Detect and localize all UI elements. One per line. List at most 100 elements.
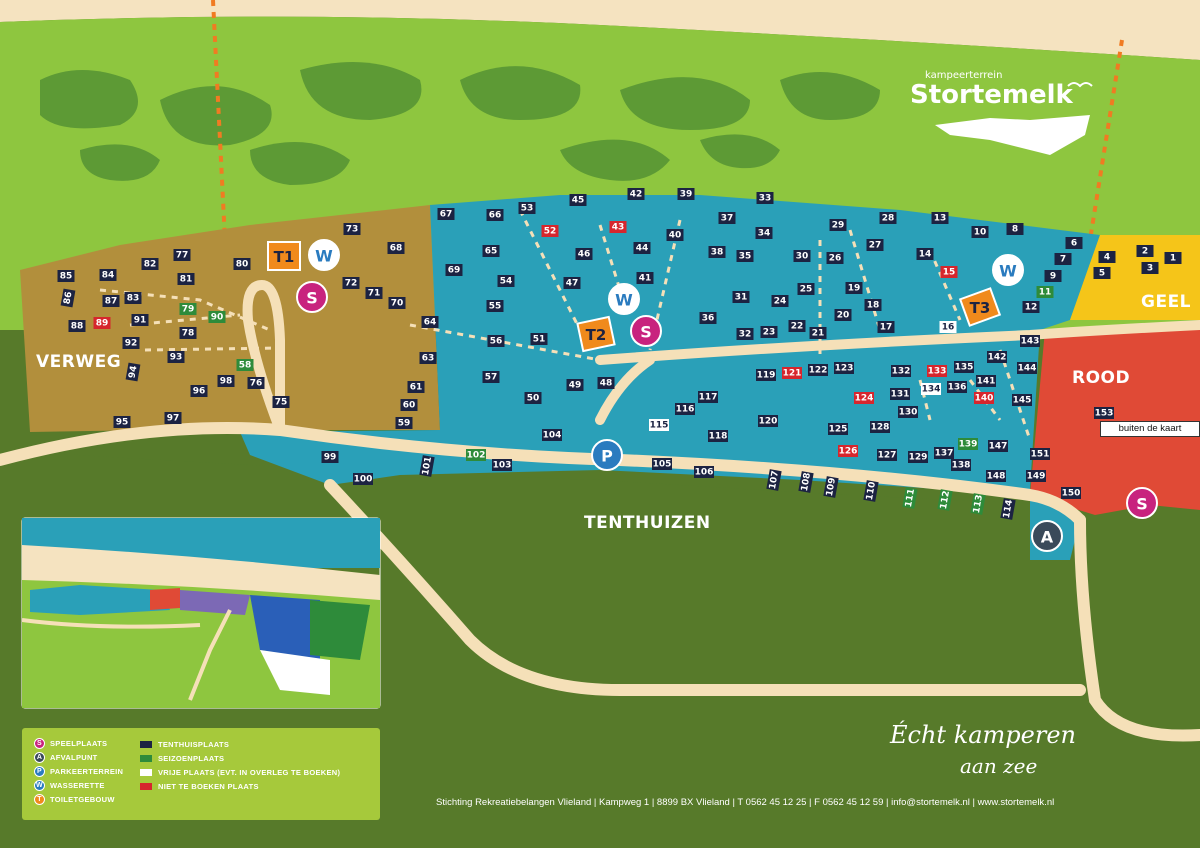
pitch-114[interactable]: 114	[1000, 498, 1016, 520]
pitch-105[interactable]: 105	[652, 458, 672, 470]
pitch-58[interactable]: 58	[236, 359, 254, 371]
pitch-59[interactable]: 59	[395, 417, 413, 429]
wasserette-4-icon[interactable]: W	[608, 283, 640, 315]
pitch-46[interactable]: 46	[575, 248, 593, 260]
pitch-139[interactable]: 139	[958, 438, 978, 450]
pitch-29[interactable]: 29	[829, 219, 847, 231]
pitch-107[interactable]: 107	[766, 469, 782, 491]
pitch-36[interactable]: 36	[699, 312, 717, 324]
wasserette-5-icon[interactable]: W	[992, 254, 1024, 286]
pitch-130[interactable]: 130	[898, 406, 918, 418]
pitch-54[interactable]: 54	[497, 275, 515, 287]
pitch-44[interactable]: 44	[633, 242, 651, 254]
pitch-149[interactable]: 149	[1026, 470, 1046, 482]
pitch-85[interactable]: 85	[57, 270, 75, 282]
pitch-21[interactable]: 21	[809, 327, 827, 339]
afvalpunt-10-icon[interactable]: A	[1031, 520, 1063, 552]
pitch-66[interactable]: 66	[486, 209, 504, 221]
pitch-15[interactable]: 15	[940, 266, 958, 278]
pitch-40[interactable]: 40	[666, 229, 684, 241]
pitch-91[interactable]: 91	[131, 314, 149, 326]
pitch-89[interactable]: 89	[93, 317, 111, 329]
pitch-148[interactable]: 148	[986, 470, 1006, 482]
pitch-103[interactable]: 103	[492, 459, 512, 471]
pitch-3[interactable]: 3	[1141, 262, 1159, 274]
pitch-142[interactable]: 142	[987, 351, 1007, 363]
speelplaats-8-icon[interactable]: S	[1126, 487, 1158, 519]
pitch-97[interactable]: 97	[164, 412, 182, 424]
parkeerterrein-9-icon[interactable]: P	[591, 439, 623, 471]
pitch-6[interactable]: 6	[1065, 237, 1083, 249]
pitch-42[interactable]: 42	[627, 188, 645, 200]
pitch-50[interactable]: 50	[524, 392, 542, 404]
toilet-0-icon[interactable]: T1	[267, 241, 301, 271]
pitch-131[interactable]: 131	[890, 388, 910, 400]
pitch-104[interactable]: 104	[542, 429, 562, 441]
pitch-53[interactable]: 53	[518, 202, 536, 214]
pitch-120[interactable]: 120	[758, 415, 778, 427]
pitch-90[interactable]: 90	[208, 311, 226, 323]
pitch-94[interactable]: 94	[125, 362, 141, 382]
pitch-13[interactable]: 13	[931, 212, 949, 224]
pitch-86[interactable]: 86	[60, 288, 76, 308]
pitch-111[interactable]: 111	[902, 487, 918, 509]
pitch-27[interactable]: 27	[866, 239, 884, 251]
pitch-38[interactable]: 38	[708, 246, 726, 258]
pitch-80[interactable]: 80	[233, 258, 251, 270]
pitch-67[interactable]: 67	[437, 208, 455, 220]
pitch-71[interactable]: 71	[365, 287, 383, 299]
pitch-56[interactable]: 56	[487, 335, 505, 347]
pitch-116[interactable]: 116	[675, 403, 695, 415]
pitch-39[interactable]: 39	[677, 188, 695, 200]
pitch-55[interactable]: 55	[486, 300, 504, 312]
pitch-133[interactable]: 133	[927, 365, 947, 377]
pitch-64[interactable]: 64	[421, 316, 439, 328]
pitch-41[interactable]: 41	[636, 272, 654, 284]
pitch-79[interactable]: 79	[179, 303, 197, 315]
pitch-151[interactable]: 151	[1030, 448, 1050, 460]
pitch-118[interactable]: 118	[708, 430, 728, 442]
pitch-22[interactable]: 22	[788, 320, 806, 332]
pitch-147[interactable]: 147	[988, 440, 1008, 452]
pitch-82[interactable]: 82	[141, 258, 159, 270]
pitch-101[interactable]: 101	[419, 455, 435, 477]
pitch-126[interactable]: 126	[838, 445, 858, 457]
pitch-141[interactable]: 141	[976, 375, 996, 387]
pitch-75[interactable]: 75	[272, 396, 290, 408]
pitch-123[interactable]: 123	[834, 362, 854, 374]
pitch-134[interactable]: 134	[921, 383, 941, 395]
pitch-69[interactable]: 69	[445, 264, 463, 276]
pitch-108[interactable]: 108	[798, 471, 814, 493]
pitch-112[interactable]: 112	[937, 489, 953, 511]
pitch-33[interactable]: 33	[756, 192, 774, 204]
pitch-57[interactable]: 57	[482, 371, 500, 383]
pitch-34[interactable]: 34	[755, 227, 773, 239]
pitch-60[interactable]: 60	[400, 399, 418, 411]
pitch-24[interactable]: 24	[771, 295, 789, 307]
pitch-68[interactable]: 68	[387, 242, 405, 254]
pitch-72[interactable]: 72	[342, 277, 360, 289]
toilet-2-icon[interactable]: T3	[958, 287, 1002, 327]
pitch-12[interactable]: 12	[1022, 301, 1040, 313]
pitch-16[interactable]: 16	[939, 321, 957, 333]
pitch-19[interactable]: 19	[845, 282, 863, 294]
pitch-129[interactable]: 129	[908, 451, 928, 463]
pitch-143[interactable]: 143	[1020, 335, 1040, 347]
pitch-37[interactable]: 37	[718, 212, 736, 224]
pitch-93[interactable]: 93	[167, 351, 185, 363]
pitch-78[interactable]: 78	[179, 327, 197, 339]
pitch-87[interactable]: 87	[102, 295, 120, 307]
speelplaats-7-icon[interactable]: S	[630, 315, 662, 347]
pitch-110[interactable]: 110	[863, 480, 879, 502]
pitch-28[interactable]: 28	[879, 212, 897, 224]
pitch-31[interactable]: 31	[732, 291, 750, 303]
pitch-84[interactable]: 84	[99, 269, 117, 281]
pitch-30[interactable]: 30	[793, 250, 811, 262]
pitch-92[interactable]: 92	[122, 337, 140, 349]
pitch-153[interactable]: 153	[1094, 407, 1114, 419]
pitch-150[interactable]: 150	[1061, 487, 1081, 499]
pitch-119[interactable]: 119	[756, 369, 776, 381]
pitch-1[interactable]: 1	[1164, 252, 1182, 264]
pitch-138[interactable]: 138	[951, 459, 971, 471]
pitch-137[interactable]: 137	[934, 447, 954, 459]
